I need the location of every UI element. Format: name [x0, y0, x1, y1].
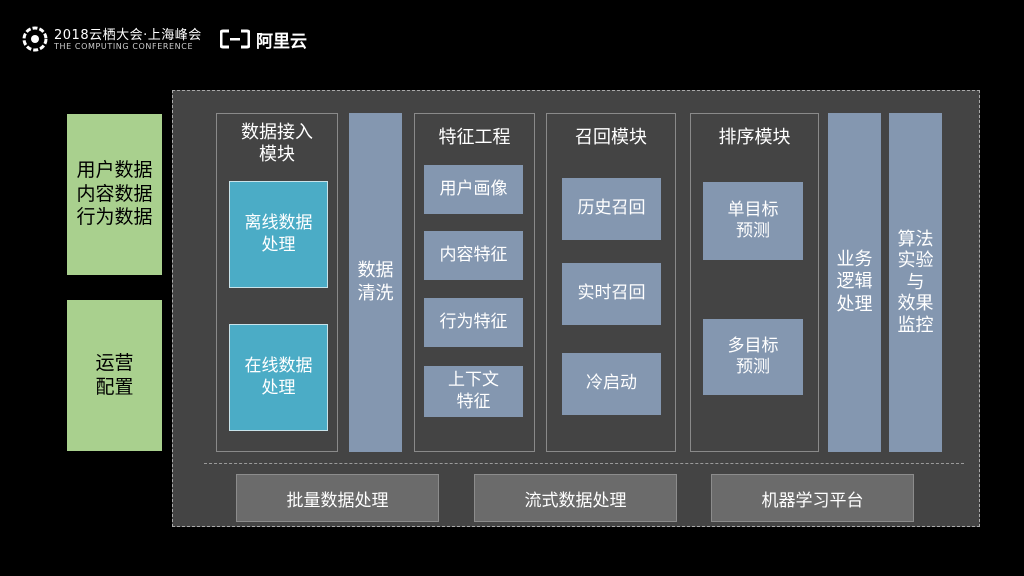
recall-item: 实时召回: [562, 263, 661, 325]
feature-item: 用户画像: [424, 165, 523, 214]
platform-stream-processing: 流式数据处理: [474, 474, 677, 522]
feature-module: [414, 113, 535, 452]
feature-item: 上下文 特征: [424, 366, 523, 417]
ingest-module: [216, 113, 338, 452]
feature-item: 内容特征: [424, 231, 523, 280]
brand-name: 阿里云: [256, 32, 307, 52]
online-processing-label: 在线数据 处理: [244, 356, 313, 398]
data-sources-box: 用户数据 内容数据 行为数据: [67, 114, 162, 275]
ops-config-box: 运营 配置: [67, 300, 162, 451]
ops-config-label: 运营 配置: [95, 351, 134, 398]
platform-batch-processing: 批量数据处理: [236, 474, 439, 522]
data-cleaning-box: 数据 清洗: [349, 113, 402, 452]
feature-module-title: 特征工程: [438, 127, 511, 148]
offline-processing-box: 离线数据 处理: [229, 181, 328, 288]
data-cleaning-label: 数据 清洗: [357, 260, 394, 304]
feature-item: 行为特征: [424, 298, 523, 347]
business-logic-label: 业务 逻辑 处理: [836, 248, 873, 315]
online-processing-box: 在线数据 处理: [229, 324, 328, 431]
recall-item: 冷启动: [562, 353, 661, 415]
recall-module-title: 召回模块: [575, 127, 647, 148]
platform-machine-learning: 机器学习平台: [711, 474, 914, 522]
experiment-monitoring-box: 算法 实验 与 效果 监控: [889, 113, 942, 452]
business-logic-box: 业务 逻辑 处理: [828, 113, 881, 452]
data-sources-label: 用户数据 内容数据 行为数据: [76, 158, 153, 229]
ingest-module-title: 数据接入 模块: [241, 121, 313, 166]
ranking-item: 多目标 预测: [703, 319, 803, 395]
experiment-monitoring-label: 算法 实验 与 效果 监控: [897, 228, 934, 336]
ranking-module: [690, 113, 819, 452]
ranking-item: 单目标 预测: [703, 182, 803, 260]
conference-title: 2018云栖大会·上海峰会: [54, 28, 202, 43]
offline-processing-label: 离线数据 处理: [244, 213, 313, 255]
aliyun-logo-icon: [220, 29, 250, 49]
recall-module: [546, 113, 676, 452]
conference-subtitle: THE COMPUTING CONFERENCE: [54, 42, 194, 51]
dashed-separator: [204, 463, 964, 464]
conference-logo-icon: [22, 26, 48, 52]
ranking-module-title: 排序模块: [718, 127, 791, 148]
recall-item: 历史召回: [562, 178, 661, 240]
